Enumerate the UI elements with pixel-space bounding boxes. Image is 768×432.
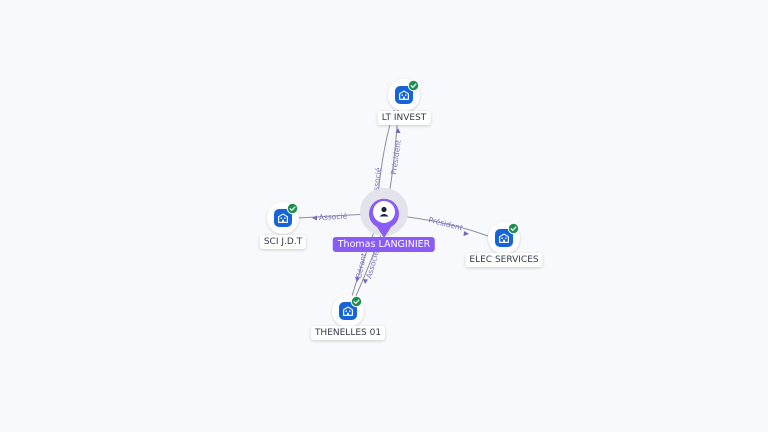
company-label-sci-jdt[interactable]: SCI J.D.T — [259, 235, 307, 249]
edge-label-elec-president: Président — [428, 215, 464, 232]
arrow-elec — [463, 231, 469, 236]
verified-check-icon — [286, 202, 299, 215]
person-node[interactable] — [360, 188, 408, 238]
edge-label-lt-associe: Associé — [371, 167, 383, 197]
verified-check-icon — [407, 79, 420, 92]
person-name-label[interactable]: Thomas LANGINIER — [332, 237, 436, 252]
edge-sci-associe[interactable] — [297, 213, 369, 219]
company-node-sci-jdt[interactable] — [267, 202, 299, 234]
user-icon — [379, 206, 389, 217]
verified-check-icon — [507, 222, 520, 235]
arrow-then-b — [363, 279, 368, 284]
company-node-elec-services[interactable] — [488, 222, 520, 254]
arrow-then-a — [355, 277, 360, 282]
verified-check-icon — [350, 295, 363, 308]
company-label-lt-invest[interactable]: LT INVEST — [377, 111, 431, 125]
company-label-elec-services[interactable]: ELEC SERVICES — [465, 253, 543, 267]
edge-label-lt-president: Président — [389, 139, 403, 175]
edge-elec-president[interactable] — [399, 215, 489, 237]
company-node-lt-invest[interactable] — [388, 79, 420, 111]
edge-label-sci-associe: Associé — [319, 212, 348, 222]
arrow-sci — [312, 215, 317, 221]
arrow-lt — [395, 128, 401, 133]
company-label-thenelles-01[interactable]: THENELLES 01 — [310, 326, 386, 340]
company-node-thenelles-01[interactable] — [332, 295, 364, 327]
